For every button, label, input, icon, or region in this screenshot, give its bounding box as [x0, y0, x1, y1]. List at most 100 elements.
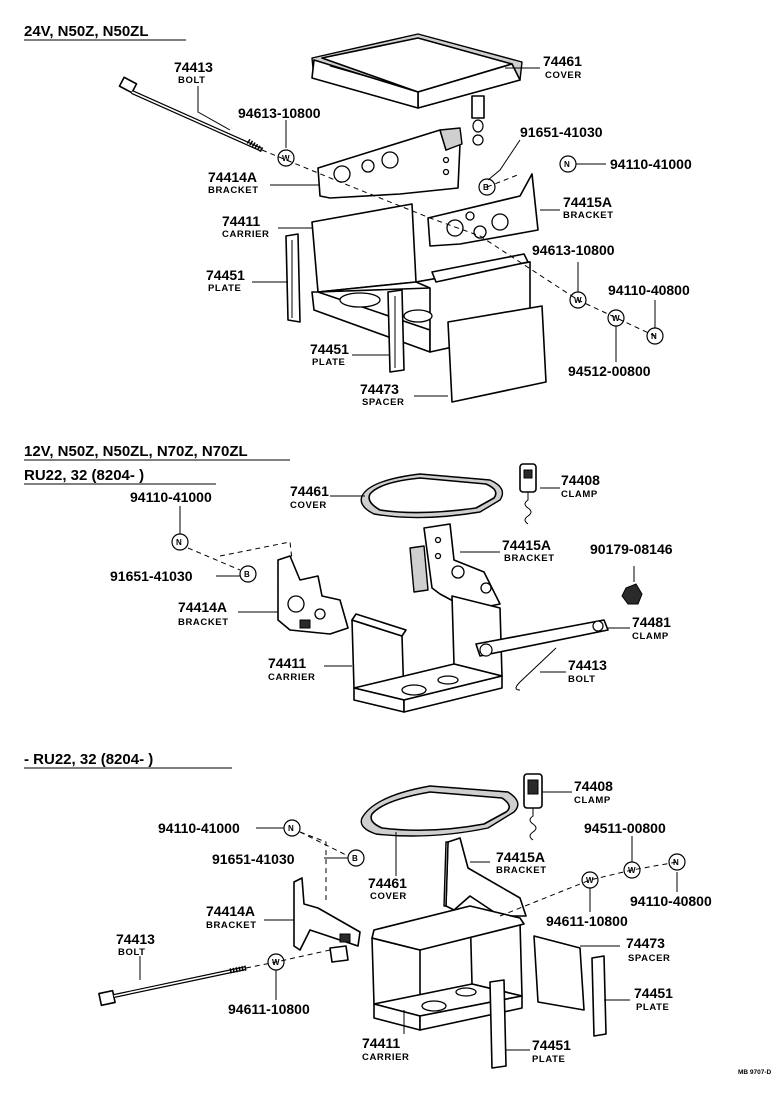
s2-clamp-top-name: CLAMP [561, 489, 598, 500]
s1-bracket-a-part [317, 127, 463, 199]
s1-nut-right-number: 94110-40800 [608, 282, 690, 298]
s3-bracket-a-name: BRACKET [206, 920, 257, 931]
s1-plate-center-number: 74451 [310, 341, 349, 357]
s3-carrier-number: 74411 [362, 1035, 400, 1051]
s3-washer-l-number: 94611-10800 [228, 1001, 310, 1017]
s1-bracket-a-name: BRACKET [208, 185, 259, 196]
s2-bolt-name: BOLT [568, 674, 596, 685]
s3-cover-name: COVER [370, 891, 407, 902]
s3-bolt-b-number: 91651-41030 [212, 851, 295, 867]
s1-bolt-b-number: 91651-41030 [520, 124, 603, 140]
s3-cover-number: 74461 [368, 875, 407, 891]
s3-bracket-a-part [293, 877, 361, 963]
s1-washer-mid-number: 94613-10800 [532, 242, 615, 258]
s1-nut-top-number: 94110-41000 [610, 156, 692, 172]
s2-carrier-name: CARRIER [268, 672, 315, 683]
s1-bracket-b-name: BRACKET [563, 210, 614, 221]
s1-washer-low: W [607, 309, 625, 327]
s2-bracket-a-number: 74414A [178, 599, 227, 615]
s1-bracket-b-part [427, 173, 539, 247]
s1-plate-left-part [285, 233, 301, 323]
s3-spacer-name: SPACER [628, 953, 671, 964]
s1-washer-top-number: 94613-10800 [238, 105, 321, 121]
s1-carrier-name: CARRIER [222, 229, 269, 240]
s2-bracket-b-part [409, 523, 501, 611]
section-1-heading: 24V, N50Z, N50ZL [24, 23, 149, 40]
s3-plate-center-name: PLATE [532, 1054, 565, 1065]
s1-cover-number: 74461 [543, 53, 582, 69]
s2-bracket-a-name: BRACKET [178, 617, 229, 628]
svg-text:B: B [244, 570, 250, 579]
s3-washer-m-symbol: W [581, 871, 599, 889]
s1-nut-top: N [559, 155, 577, 173]
svg-text:B: B [483, 183, 489, 192]
s1-spacer-number: 74473 [360, 381, 399, 397]
section-1: 24V, N50Z, N50ZL [24, 23, 692, 408]
s2-clamp-bar-number: 74481 [632, 614, 671, 630]
s1-bracket-a-number: 74414A [208, 169, 257, 185]
svg-text:W: W [282, 154, 290, 163]
reference-code: MB 9707-D [738, 1069, 772, 1076]
s3-bracket-a-number: 74414A [206, 903, 255, 919]
s3-bolt-part [98, 965, 247, 1007]
section-3-heading: - RU22, 32 (8204- ) [24, 751, 153, 768]
s2-cover-name: COVER [290, 500, 327, 511]
s3-cover-part [360, 785, 519, 837]
s2-nut-right-number: 90179-08146 [590, 541, 673, 557]
s2-bolt-part [515, 647, 557, 691]
s1-spacer-part [447, 305, 547, 403]
section-3: - RU22, 32 (8204- ) [24, 751, 772, 1076]
s3-washer-m-number: 94611-10800 [546, 913, 628, 929]
s2-nut-number: 94110-41000 [130, 489, 212, 505]
s1-clamp-part [471, 95, 485, 146]
s2-bolt-b-symbol: B [239, 565, 257, 583]
s2-carrier-number: 74411 [268, 655, 306, 671]
s3-plate-center-part [489, 979, 507, 1069]
s1-plate-center-name: PLATE [312, 357, 345, 368]
svg-text:N: N [288, 824, 294, 833]
s2-bracket-b-name: BRACKET [504, 553, 555, 564]
s2-carrier-part [351, 595, 503, 713]
s3-bracket-b-number: 74415A [496, 849, 545, 865]
s3-washer-r-number: 94511-00800 [584, 820, 666, 836]
s3-nut-number: 94110-41000 [158, 820, 240, 836]
s1-carrier-number: 74411 [222, 213, 260, 229]
s3-plate-center-number: 74451 [532, 1037, 571, 1053]
s1-plate-left-name: PLATE [208, 283, 241, 294]
s1-bolt-name: BOLT [178, 75, 206, 86]
svg-text:W: W [612, 314, 620, 323]
s3-washer-r-symbol: W [623, 861, 641, 879]
s3-nut-symbol: N [283, 819, 301, 837]
s2-bolt-number: 74413 [568, 657, 607, 673]
s3-bolt-name: BOLT [118, 947, 146, 958]
s3-spacer-number: 74473 [626, 935, 665, 951]
s3-clamp-top-part [523, 773, 543, 841]
s2-bolt-b-number: 91651-41030 [110, 568, 193, 584]
s3-plate-right-number: 74451 [634, 985, 673, 1001]
s3-nut-r-symbol: N [668, 853, 686, 871]
s2-cover-part [360, 473, 504, 519]
svg-text:N: N [176, 538, 182, 547]
s3-bolt-number: 74413 [116, 931, 155, 947]
svg-text:N: N [564, 160, 570, 169]
s2-bracket-a-part [277, 555, 349, 635]
s2-nut-right-part [621, 583, 643, 605]
s3-nut-r-number: 94110-40800 [630, 893, 712, 909]
s1-bracket-b-number: 74415A [563, 194, 612, 210]
s1-washer-low-number: 94512-00800 [568, 363, 651, 379]
s1-cover-part [311, 33, 523, 109]
s1-bolt-number: 74413 [174, 59, 213, 75]
s3-spacer-part [533, 935, 585, 1011]
s2-clamp-bar-name: CLAMP [632, 631, 669, 642]
s3-plate-right-name: PLATE [636, 1002, 669, 1013]
s1-spacer-name: SPACER [362, 397, 405, 408]
s1-plate-center-part [387, 289, 405, 373]
s2-nut-symbol: N [171, 533, 189, 551]
s1-bolt-part [118, 76, 264, 153]
svg-text:N: N [651, 332, 657, 341]
s1-plate-left-number: 74451 [206, 267, 245, 283]
s3-plate-right-part [591, 955, 607, 1037]
section-2-heading-line2: RU22, 32 (8204- ) [24, 467, 144, 484]
s2-clamp-top-part [519, 463, 537, 525]
